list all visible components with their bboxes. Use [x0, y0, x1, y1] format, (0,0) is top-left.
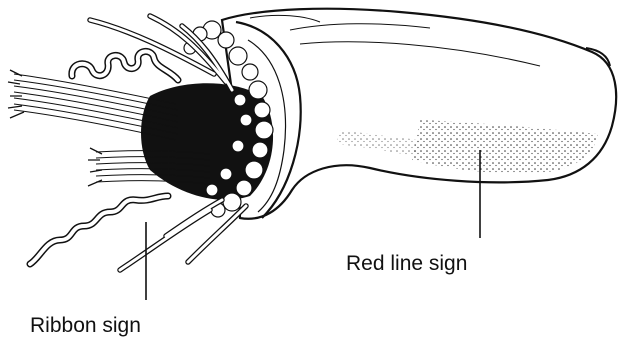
red-line-sign-label: Red line sign — [346, 253, 467, 274]
tubular-strands-bottom — [120, 200, 246, 270]
ribbon-sign-label: Ribbon sign — [30, 315, 141, 336]
vessel-body — [222, 9, 616, 219]
ribbon-strand-upper-core — [72, 51, 178, 80]
